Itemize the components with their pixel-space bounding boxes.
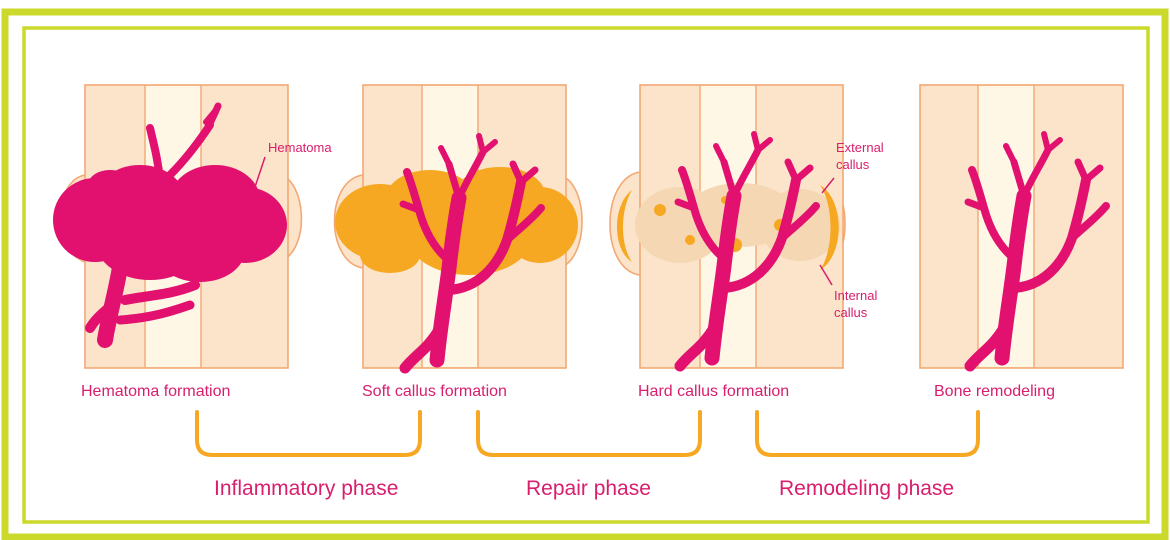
bracket-repair xyxy=(478,412,700,455)
stage-hard-callus: External callus Internal callus xyxy=(610,85,887,368)
stage-label-soft-callus: Soft callus formation xyxy=(362,383,507,400)
phase-label-remodeling: Remodeling phase xyxy=(779,477,954,500)
bracket-inflammatory xyxy=(197,412,420,455)
phase-label-repair: Repair phase xyxy=(526,477,651,500)
stage-label-hematoma: Hematoma formation xyxy=(81,383,230,400)
phase-brackets xyxy=(197,412,978,455)
stage-hematoma: Hematoma xyxy=(53,85,332,368)
stage-soft-callus xyxy=(335,85,583,368)
hematoma-label: Hematoma xyxy=(268,140,332,155)
phase-label-inflammatory: Inflammatory phase xyxy=(214,477,398,500)
stage-label-remodeling: Bone remodeling xyxy=(934,383,1055,400)
bracket-remodeling xyxy=(757,412,978,455)
stage-remodeling xyxy=(920,85,1123,368)
stage-label-hard-callus: Hard callus formation xyxy=(638,383,789,400)
